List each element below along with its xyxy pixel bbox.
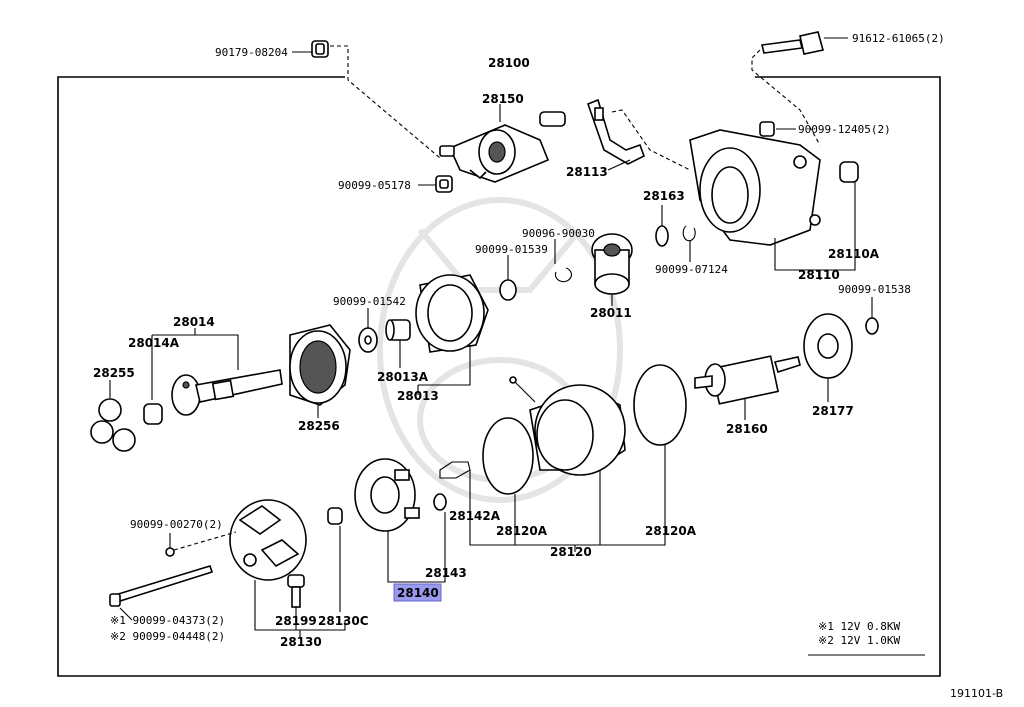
nut-90099-05178[interactable] xyxy=(435,175,453,193)
note-1: ※1 12V 0.8KW xyxy=(818,620,900,633)
label-90099-04448[interactable]: ※2 90099-04448(2) xyxy=(110,630,225,643)
label-28014A[interactable]: 28014A xyxy=(128,336,180,350)
gear-28256[interactable] xyxy=(289,324,351,406)
end-frame-28130[interactable] xyxy=(229,499,307,581)
brush-holder-28140[interactable] xyxy=(354,458,420,532)
label-28110[interactable]: 28110 xyxy=(798,268,840,282)
label-28140-highlight xyxy=(393,583,442,602)
label-28120[interactable]: 28120 xyxy=(550,545,592,559)
washer-90099-01539[interactable] xyxy=(499,279,517,301)
label-90099-01539[interactable]: 90099-01539 xyxy=(475,243,548,256)
lever-28113[interactable] xyxy=(586,98,645,165)
through-bolt[interactable] xyxy=(109,565,214,607)
label-90099-04373[interactable]: ※1 90099-04373(2) xyxy=(110,614,225,627)
bearing-28013A[interactable] xyxy=(385,319,411,341)
brush-lead xyxy=(509,376,536,403)
label-28011[interactable]: 28011 xyxy=(590,306,632,320)
shaft-28014[interactable] xyxy=(171,369,283,416)
label-28110A[interactable]: 28110A xyxy=(828,247,880,261)
label-91612-61065[interactable]: 91612-61065(2) xyxy=(852,32,945,45)
label-90099-07124[interactable]: 90099-07124 xyxy=(655,263,728,276)
label-28142A[interactable]: 28142A xyxy=(449,509,501,523)
washer-90099-01542[interactable] xyxy=(358,327,378,353)
label-90179-08204[interactable]: 90179-08204 xyxy=(215,46,288,59)
cover-28177[interactable] xyxy=(803,313,853,379)
notes: ※1 12V 0.8KW ※2 12V 1.0KW xyxy=(808,620,925,656)
bushing-28014A[interactable] xyxy=(143,403,163,425)
o-ring-28120A-left[interactable] xyxy=(482,417,534,495)
label-28255[interactable]: 28255 xyxy=(93,366,135,380)
nut-90099-12405[interactable] xyxy=(759,121,775,137)
armature-28160[interactable] xyxy=(694,355,801,405)
label-28177[interactable]: 28177 xyxy=(812,404,854,418)
gears-28255[interactable] xyxy=(90,398,136,452)
label-90099-05178[interactable]: 90099-05178 xyxy=(338,179,411,192)
clip-90096-90030[interactable] xyxy=(554,267,572,283)
label-28120A-left[interactable]: 28120A xyxy=(496,524,548,538)
o-ring-28120A-right[interactable] xyxy=(633,364,687,446)
label-90099-01542[interactable]: 90099-01542 xyxy=(333,295,406,308)
label-90096-90030[interactable]: 90096-90030 xyxy=(522,227,595,240)
label-28130[interactable]: 28130 xyxy=(280,635,322,649)
label-28150[interactable]: 28150 xyxy=(482,92,524,106)
washer-90099-01538[interactable] xyxy=(865,317,879,335)
label-28013[interactable]: 28013 xyxy=(397,389,439,403)
nut-90179-08204[interactable] xyxy=(311,40,329,58)
label-28100[interactable]: 28100 xyxy=(488,56,530,70)
part-labels: 90179-08204 91612-61065(2) 28100 28150 9… xyxy=(93,32,945,649)
label-90099-00270[interactable]: 90099-00270(2) xyxy=(130,518,223,531)
housing-28110[interactable] xyxy=(689,129,821,246)
label-90099-01538[interactable]: 90099-01538 xyxy=(838,283,911,296)
label-28160[interactable]: 28160 xyxy=(726,422,768,436)
spring-28143[interactable] xyxy=(433,493,447,511)
bushing-28110A[interactable] xyxy=(839,161,859,183)
yoke-28120[interactable] xyxy=(529,384,626,476)
label-28140[interactable]: 28140 xyxy=(397,586,439,600)
label-28256[interactable]: 28256 xyxy=(298,419,340,433)
assembly-frame xyxy=(57,76,941,677)
label-28143[interactable]: 28143 xyxy=(425,566,467,580)
label-28163[interactable]: 28163 xyxy=(643,189,685,203)
label-28130C[interactable]: 28130C xyxy=(318,614,369,628)
bolt-28199[interactable] xyxy=(287,574,305,608)
label-28013A[interactable]: 28013A xyxy=(377,370,429,384)
clip-90099-07124[interactable] xyxy=(682,225,696,242)
spring-28142A[interactable] xyxy=(439,461,471,479)
label-28120A-right[interactable]: 28120A xyxy=(645,524,697,538)
bolt-91612-61065[interactable] xyxy=(761,31,824,55)
note-2: ※2 12V 1.0KW xyxy=(818,634,900,647)
grommet-28130C[interactable] xyxy=(327,507,343,525)
label-28113[interactable]: 28113 xyxy=(566,165,608,179)
solenoid-28150[interactable] xyxy=(439,111,566,183)
figure-id: 191101-B xyxy=(950,687,1003,700)
label-90099-12405[interactable]: 90099-12405(2) xyxy=(798,123,891,136)
clutch-28011[interactable] xyxy=(591,233,633,295)
label-28199[interactable]: 28199 xyxy=(275,614,317,628)
gear-housing-28013[interactable] xyxy=(415,274,489,353)
screw-90099-00270[interactable] xyxy=(165,547,175,557)
ring-28163[interactable] xyxy=(655,225,669,247)
label-28014[interactable]: 28014 xyxy=(173,315,215,329)
